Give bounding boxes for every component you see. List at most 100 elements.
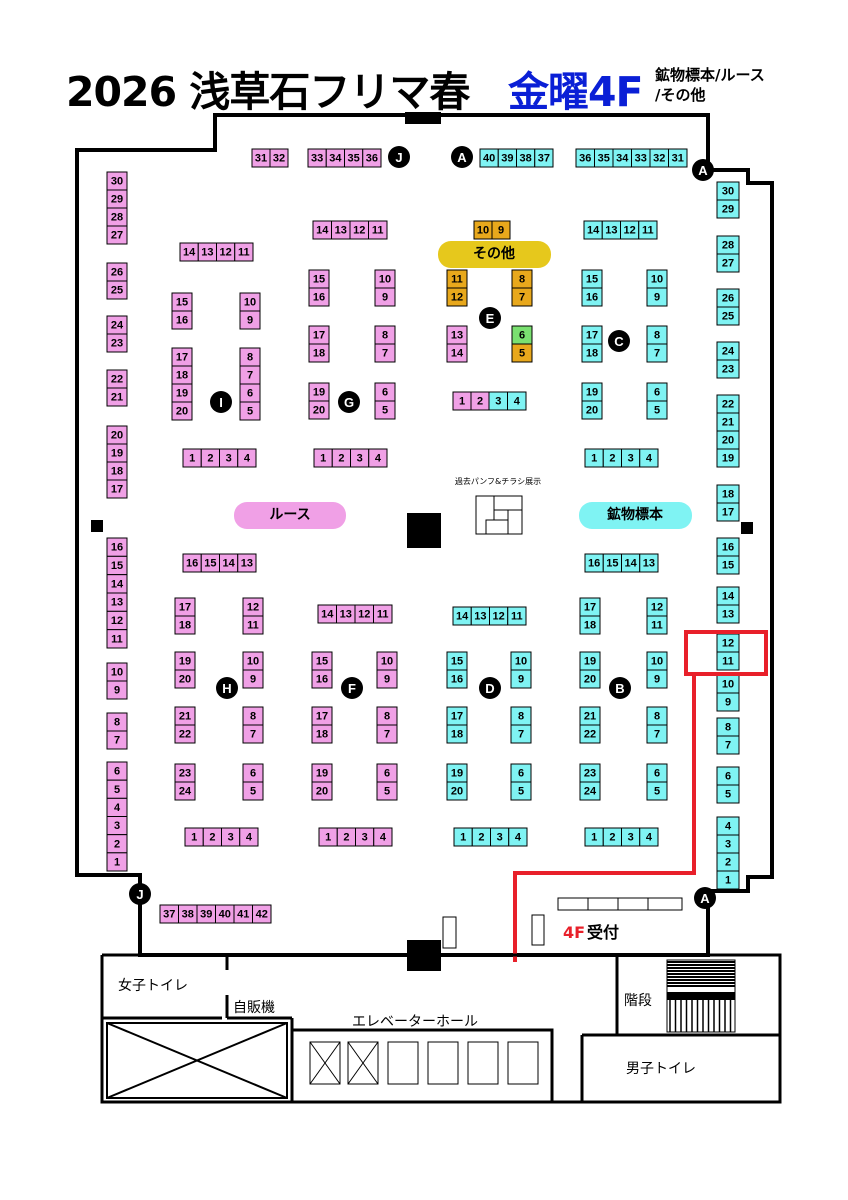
block-marker-b (609, 677, 631, 699)
stall-number: 14 (722, 591, 735, 603)
block-letter: A (700, 891, 710, 906)
stall-number: 8 (654, 330, 660, 342)
stall-number: 5 (725, 789, 731, 801)
stall-12 (446, 287, 468, 307)
stall-37 (534, 148, 554, 168)
stall-number: 32 (653, 153, 665, 165)
vending-label: 自販機 (233, 1000, 275, 1016)
stall-number: 7 (518, 729, 524, 741)
stall-number: 8 (725, 722, 731, 734)
stall-1 (716, 870, 740, 890)
stall-number: 5 (382, 405, 388, 417)
stall-number: 8 (518, 711, 524, 723)
block-letter: A (698, 163, 708, 178)
stall-number: 8 (384, 711, 390, 723)
stall-4 (507, 391, 527, 411)
stall-number: 12 (451, 292, 463, 304)
zone-other-label: その他 (473, 245, 515, 262)
stall-number: 7 (725, 740, 731, 752)
stall-18 (174, 615, 196, 635)
stall-5 (646, 781, 668, 801)
stall-number: 11 (451, 274, 463, 286)
past-pamphlet-label: 過去パンフ&チラシ展示 (455, 476, 541, 486)
stall-number: 17 (722, 507, 734, 519)
stall-number: 2 (609, 453, 615, 465)
stall-number: 3 (497, 832, 503, 844)
stall-number: 16 (176, 315, 188, 327)
stall-number: 17 (584, 602, 596, 614)
stall-number: 35 (598, 153, 610, 165)
stall-number: 33 (635, 153, 647, 165)
block-letter: J (136, 887, 143, 902)
block-marker-i (210, 391, 232, 413)
stall-number: 9 (654, 292, 660, 304)
stall-number: 17 (316, 711, 328, 723)
stall-number: 3 (362, 832, 368, 844)
stall-number: 8 (654, 711, 660, 723)
stall-number: 9 (654, 674, 660, 686)
stall-7 (376, 724, 398, 744)
stall-number: 22 (584, 729, 596, 741)
stall-number: 4 (515, 832, 522, 844)
highlight-box (684, 630, 768, 676)
stall-number: 5 (247, 406, 253, 418)
stall-number: 38 (182, 909, 194, 921)
stall-number: 37 (538, 153, 550, 165)
stall-number: 11 (377, 609, 389, 621)
stall-number: 16 (722, 542, 734, 554)
block-letter: C (614, 334, 624, 349)
stall-number: 12 (651, 602, 663, 614)
stall-number: 18 (176, 370, 188, 382)
stall-number: 16 (588, 558, 600, 570)
stall-number: 6 (654, 768, 660, 780)
block-marker-j (388, 146, 410, 168)
stall-number: 10 (722, 679, 734, 691)
stall-number: 10 (651, 656, 663, 668)
stall-number: 4 (375, 453, 382, 465)
stall-number: 30 (722, 186, 734, 198)
stall-number: 27 (722, 258, 734, 270)
stall-11 (373, 604, 393, 624)
stall-number: 10 (651, 274, 663, 286)
stall-number: 37 (163, 909, 175, 921)
stall-number: 10 (244, 297, 256, 309)
stall-number: 13 (474, 611, 486, 623)
stall-number: 26 (111, 267, 123, 279)
stall-number: 17 (586, 330, 598, 342)
stall-number: 13 (451, 330, 463, 342)
stall-19 (716, 448, 740, 468)
stall-number: 3 (226, 453, 232, 465)
stall-number: 20 (451, 786, 463, 798)
pillar-center (407, 513, 441, 548)
stall-9 (376, 669, 398, 689)
stall-number: 14 (451, 348, 464, 360)
stall-18 (446, 724, 468, 744)
map-title: 2026 浅草石フリマ春 (66, 68, 470, 116)
stall-number: 3 (628, 453, 634, 465)
stall-number: 11 (722, 656, 734, 668)
stall-9 (646, 669, 668, 689)
stall-number: 18 (316, 729, 328, 741)
stall-13 (237, 553, 257, 573)
zone-loose-pill (234, 502, 346, 529)
stall-16 (581, 287, 603, 307)
stall-number: 20 (176, 406, 188, 418)
elevator-hall-label: エレベーターホール (352, 1014, 478, 1030)
stall-number: 29 (111, 194, 123, 206)
stairs-graphic (666, 959, 736, 1033)
stall-21 (106, 387, 128, 407)
stall-20 (171, 401, 193, 421)
stall-9 (510, 669, 532, 689)
stall-number: 5 (250, 786, 256, 798)
stall-number: 12 (624, 225, 636, 237)
stall-number: 19 (722, 453, 734, 465)
stall-number: 9 (518, 674, 524, 686)
stall-number: 6 (725, 771, 731, 783)
stall-4 (508, 827, 528, 847)
stall-25 (106, 280, 128, 300)
stall-11 (242, 615, 264, 635)
stall-number: 2 (209, 832, 215, 844)
stall-number: 10 (515, 656, 527, 668)
stall-number: 1 (459, 396, 465, 408)
